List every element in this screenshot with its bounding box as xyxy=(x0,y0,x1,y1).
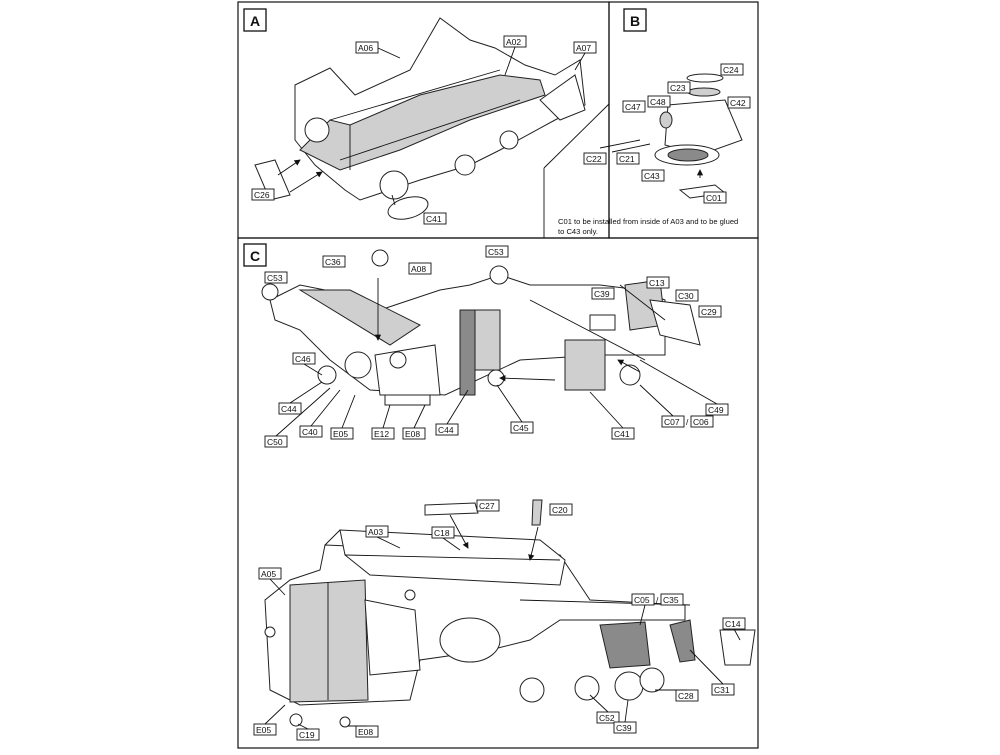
label-c39-upper: C39 xyxy=(594,289,610,299)
label-c49: C49 xyxy=(708,405,724,415)
labels-c-lower: C27 C20 C18 A03 A05 C05 / C35 C14 C28 C3… xyxy=(253,499,746,741)
part-c26-shape xyxy=(254,159,291,201)
instruction-page: A A06 A02 A07 C26 C41 xyxy=(236,0,760,750)
label-a03: A03 xyxy=(368,527,383,537)
label-c39-lower: C39 xyxy=(616,723,632,733)
label-a07: A07 xyxy=(576,43,591,53)
label-c13: C13 xyxy=(649,278,665,288)
labels-c-upper: C36 A08 C53 C53 C13 C39 C30 C29 C46 C44 … xyxy=(264,245,729,448)
label-c19: C19 xyxy=(299,730,315,740)
label-c47: C47 xyxy=(625,102,641,112)
section-b-note-line1: C01 to be installed from inside of A03 a… xyxy=(558,217,738,226)
section-a: A A06 A02 A07 C26 C41 xyxy=(237,1,610,239)
section-c-tag: C xyxy=(250,248,260,264)
label-e08-upper: E08 xyxy=(405,429,420,439)
label-c07: C07 xyxy=(664,417,680,427)
label-c23: C23 xyxy=(670,83,686,93)
label-c53-left: C53 xyxy=(267,273,283,283)
label-c45: C45 xyxy=(513,423,529,433)
labels-b: C24 C23 C48 C47 C42 C22 C21 C43 C01 xyxy=(583,63,751,204)
section-c: C C36 A08 xyxy=(237,237,759,749)
label-a06: A06 xyxy=(358,43,373,53)
labels-a: A06 A02 A07 C26 C41 xyxy=(251,35,597,225)
label-c20: C20 xyxy=(552,505,568,515)
part-c41-shape xyxy=(387,196,429,220)
label-e12: E12 xyxy=(374,429,389,439)
label-a02: A02 xyxy=(506,37,521,47)
label-c42: C42 xyxy=(730,98,746,108)
label-c18: C18 xyxy=(434,528,450,538)
section-a-tag-box xyxy=(243,8,267,32)
label-c05: C05 xyxy=(634,595,650,605)
label-c46: C46 xyxy=(295,354,311,364)
section-b-tag-box xyxy=(623,8,647,32)
label-c24: C24 xyxy=(723,65,739,75)
label-c40: C40 xyxy=(302,427,318,437)
label-c44-mid: C44 xyxy=(438,425,454,435)
label-slash-c05-c35: / xyxy=(656,595,659,605)
section-b-tag: B xyxy=(630,13,640,29)
label-c22: C22 xyxy=(586,154,602,164)
label-c53-top: C53 xyxy=(488,247,504,257)
label-c43: C43 xyxy=(644,171,660,181)
label-c21: C21 xyxy=(619,154,635,164)
section-c-frame xyxy=(237,237,759,749)
label-c01: C01 xyxy=(706,193,722,203)
label-c41: C41 xyxy=(426,214,442,224)
label-c52: C52 xyxy=(599,713,615,723)
turret-drawing xyxy=(599,73,743,199)
label-c35: C35 xyxy=(663,595,679,605)
label-a05: A05 xyxy=(261,569,276,579)
label-c31: C31 xyxy=(714,685,730,695)
label-c48: C48 xyxy=(650,97,666,107)
label-e08-lower: E08 xyxy=(358,727,373,737)
label-c29: C29 xyxy=(701,307,717,317)
label-c14: C14 xyxy=(725,619,741,629)
label-c44-left: C44 xyxy=(281,404,297,414)
label-c41-upper: C41 xyxy=(614,429,630,439)
section-b: B C24 C23 C48 C47 C42 C22 C21 C43 C01 C0… xyxy=(543,1,759,239)
label-c06: C06 xyxy=(693,417,709,427)
section-a-tag: A xyxy=(250,13,260,29)
label-slash-c07-c06: / xyxy=(686,417,689,427)
section-b-note-line2: to C43 only. xyxy=(558,227,598,236)
chassis-drawing-lower xyxy=(264,499,756,728)
label-a08: A08 xyxy=(411,264,426,274)
hull-side-drawing xyxy=(254,17,586,220)
label-c26: C26 xyxy=(254,190,270,200)
section-b-divider xyxy=(543,103,610,169)
label-e05-lower: E05 xyxy=(256,725,271,735)
label-e05-upper: E05 xyxy=(333,429,348,439)
chassis-drawing-upper xyxy=(261,249,701,406)
label-c28: C28 xyxy=(678,691,694,701)
label-c27: C27 xyxy=(479,501,495,511)
label-c50: C50 xyxy=(267,437,283,447)
label-c36: C36 xyxy=(325,257,341,267)
section-c-tag-box xyxy=(243,243,267,267)
label-c30: C30 xyxy=(678,291,694,301)
